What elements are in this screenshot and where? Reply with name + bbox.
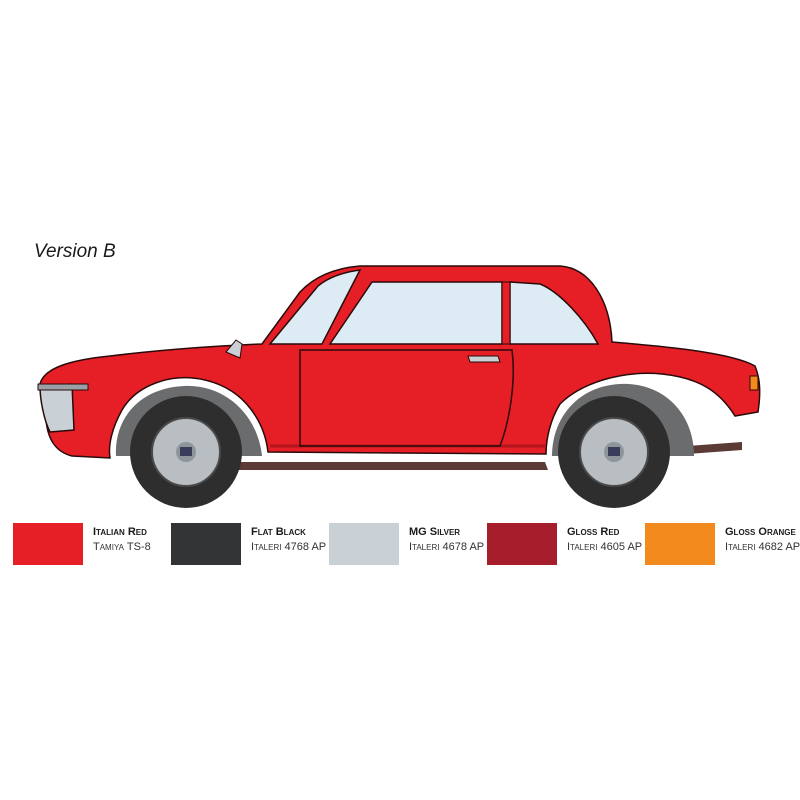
swatch-name: Italian Red — [93, 526, 147, 538]
swatch-name: MG Silver — [409, 526, 461, 538]
version-label: Version B — [34, 241, 116, 262]
windscreen — [268, 269, 362, 345]
color-chip — [13, 523, 83, 565]
chassis-rail — [228, 462, 548, 470]
swatch-code: Italeri 4605 AP — [567, 541, 643, 553]
color-chip — [645, 523, 715, 565]
swatch-mg-silver: MG Silver Italeri 4678 AP — [329, 523, 484, 567]
car-body — [39, 265, 761, 459]
side-mirror — [225, 339, 243, 359]
rear-wheel — [558, 396, 670, 508]
car-side-profile-illustration — [37, 265, 761, 508]
roof-pillar — [501, 281, 511, 345]
swatch-code: Italeri 4678 AP — [409, 541, 485, 553]
swatch-name: Flat Black — [251, 526, 306, 538]
swatch-code: Italeri 4682 AP — [725, 541, 800, 553]
swatch-name: Gloss Orange — [725, 526, 796, 538]
front-wheel — [130, 396, 242, 508]
swatch-name: Gloss Red — [567, 526, 620, 538]
swatch-flat-black: Flat Black Italeri 4768 AP — [171, 523, 326, 567]
paint-swatch-list: Italian Red Tamiya TS-8 Flat Black Itale… — [0, 523, 800, 567]
color-chip — [487, 523, 557, 565]
swatch-gloss-red: Gloss Red Italeri 4605 AP — [487, 523, 642, 567]
swatch-code: Italeri 4768 AP — [251, 541, 327, 553]
door-handle — [467, 355, 501, 363]
color-chip — [171, 523, 241, 565]
color-chip — [329, 523, 399, 565]
rear-light — [749, 375, 759, 391]
side-window-rear — [509, 281, 600, 345]
front-grille — [39, 383, 75, 433]
door-outline — [299, 349, 514, 447]
swatch-italian-red: Italian Red Tamiya TS-8 — [13, 523, 163, 567]
swatch-code: Tamiya TS-8 — [93, 541, 151, 553]
front-bumper — [37, 383, 89, 391]
swatch-gloss-orange: Gloss Orange Italeri 4682 AP — [645, 523, 800, 567]
